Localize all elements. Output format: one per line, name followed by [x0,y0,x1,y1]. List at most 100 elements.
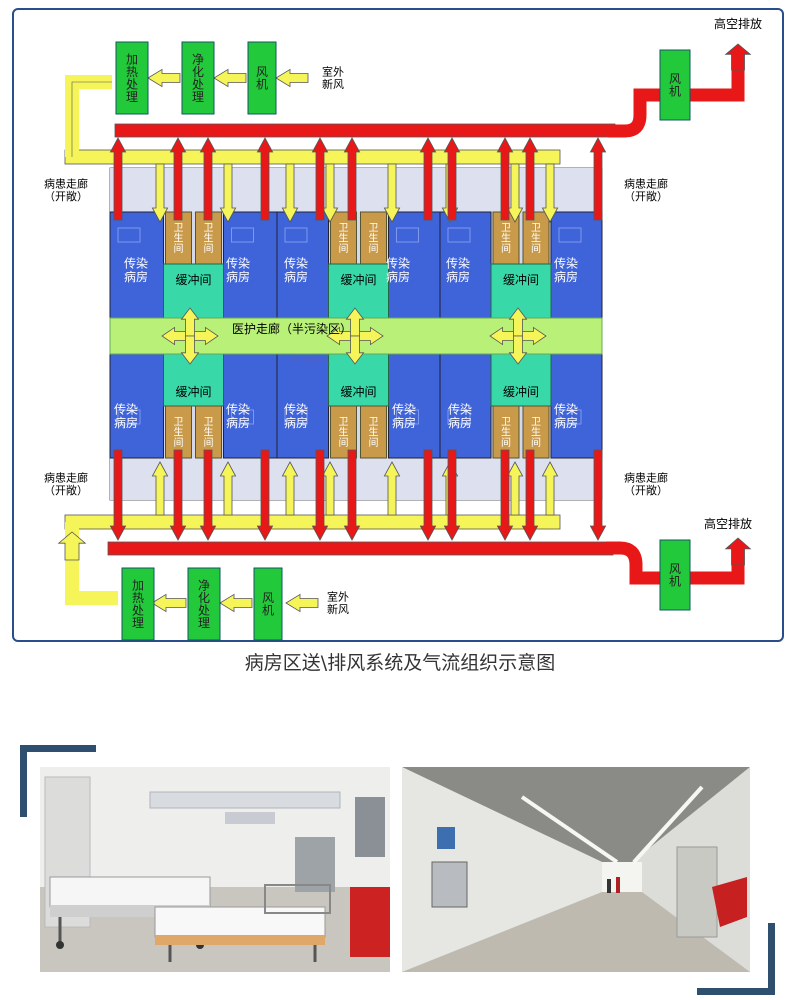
exhaust-up-arrow [589,137,607,221]
toilet-label: 卫生间 [501,223,511,255]
medical-corridor-ghost-label: 半污染区 [290,354,330,367]
patient-corridor-label: 病患走廊（开敞） [624,471,668,498]
supply-arrow [151,593,187,613]
svg-text:净化处理: 净化处理 [198,578,210,630]
outdoor-air-label-bottom: 室外新风 [327,590,349,617]
airflow-cross-arrow [508,335,528,365]
ward-label: 传染病房 [386,255,410,284]
exhaust-bend-top [608,88,662,138]
bed-outline [558,409,582,425]
purification-unit-bottom [187,567,221,641]
buffer-room [163,263,224,319]
patient-corridor-label: 病患走廊（开敞） [44,177,88,204]
airflow-cross-arrow [180,307,200,337]
bed-outline [447,409,471,425]
supply-arrow [147,68,181,88]
purification-unit-top [181,41,215,115]
supply-arrow [285,593,319,613]
airflow-cross-arrow [180,335,200,365]
ward-label: 传染病房 [284,255,308,284]
exhaust-fan-top [659,49,691,121]
exhaust-up-arrow [109,137,127,221]
bed-outline [231,227,254,243]
medical-corridor-label: 医护走廊（半污染区） [232,321,352,336]
exhaust-up-arrow [343,137,361,221]
heating-unit-bottom [121,567,155,641]
exhaust-down-arrow [419,449,437,541]
supply-up-arrow [383,461,401,516]
svg-text:卫生间: 卫生间 [501,417,511,449]
ward-label: 传染病房 [392,401,416,430]
svg-text:净化处理: 净化处理 [192,52,204,104]
svg-text:卫生间: 卫生间 [174,417,184,449]
supply-down-arrow [219,163,237,223]
ward-label: 传染病房 [284,401,308,430]
ward-label: 传染病房 [226,401,250,430]
buffer-label: 缓冲间 [175,384,211,399]
buffer-room [163,353,224,407]
supply-arrow [275,68,309,88]
toilet-label: 卫生间 [369,417,379,449]
supply-up-arrow [321,461,339,516]
toilet-label: 卫生间 [369,223,379,255]
exhaust-down-arrow [199,449,217,541]
toilet-label: 卫生间 [531,223,541,255]
supply-up-arrow [281,461,299,516]
supply-up-arrow [151,461,169,516]
bed-outline [284,409,308,425]
exhaust-riser-top [688,62,745,102]
airflow-cross-arrow [508,307,528,337]
supply-down-arrow [383,163,401,223]
corner-bracket-bottom-leg [768,923,775,995]
toilet-label: 卫生间 [204,223,214,255]
purification-unit-bottom-label: 净化处理 [198,578,210,630]
supply-up-arrow [541,461,559,516]
supply-fan-bottom [253,567,283,641]
exhaust-down-arrow [521,449,539,541]
outdoor-air-label-top: 室外新风 [322,65,344,92]
buffer-label: 缓冲间 [503,384,539,399]
svg-text:卫生间: 卫生间 [339,223,349,255]
ward-room [550,353,603,459]
svg-text:风机: 风机 [669,562,681,589]
toilet-room [522,405,550,459]
bed-outline [284,227,308,243]
supply-fan-bottom-label: 风机 [262,591,274,618]
svg-text:风机: 风机 [669,72,681,99]
label-layer: 加热处理净化处理风机风机加热处理净化处理风机风机室外新风室外新风高空排放高空排放… [44,16,762,641]
supply-fan-top [247,41,277,115]
patient-corridor-label: 病患走廊（开敞） [624,177,668,204]
ward-room [276,211,329,319]
ward-label: 传染病房 [226,255,250,284]
exhaust-duct-bottom [107,541,614,556]
ward-label: 传染病房 [554,255,578,284]
exhaust-up-arrow [521,137,539,221]
supply-arrow [219,593,253,613]
toilet-label: 卫生间 [501,417,511,449]
toilet-label: 卫生间 [204,417,214,449]
exhaust-riser-bottom [688,560,745,585]
svg-text:风机: 风机 [262,591,274,618]
bed-outline [117,409,141,425]
exhaust-fan-bottom-label: 风机 [669,562,681,589]
exhaust-down-arrow [109,449,127,541]
toilet-label: 卫生间 [339,417,349,449]
exhaust-down-arrow [311,449,329,541]
toilet-room [360,405,387,459]
svg-text:卫生间: 卫生间 [531,223,541,255]
buffer-label: 缓冲间 [175,272,211,287]
exhaust-up-arrow [169,137,187,221]
bed-outline [558,227,582,243]
airflow-cross-arrow [345,307,365,337]
patient-corridor-label: 病患走廊（开敞） [44,471,88,498]
toilet-label: 卫生间 [531,417,541,449]
bed-outline [396,227,419,243]
high-exhaust-label-top: 高空排放 [714,16,762,31]
svg-text:卫生间: 卫生间 [204,417,214,449]
purification-unit-top-label: 净化处理 [192,52,204,104]
exhaust-down-arrow [589,449,607,541]
toilet-room [330,405,357,459]
toilet-room [492,405,520,459]
supply-riser-top-edge [71,81,112,157]
exhaust-out-arrow [724,43,752,71]
